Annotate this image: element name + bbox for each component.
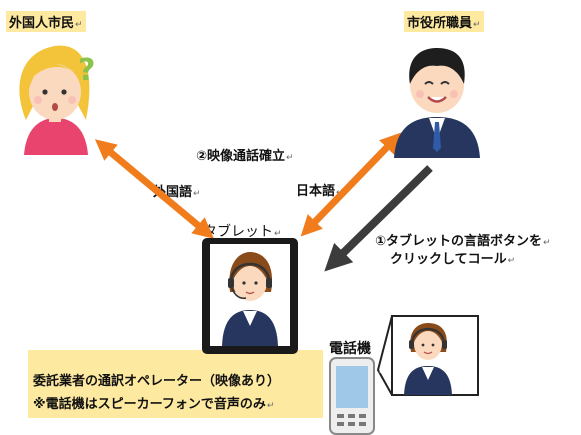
operator-label: 委託業者の通訳オペレーター（映像あり） [33,374,281,389]
phone-label: 電話機 [329,341,371,357]
staff-tablet-arrow [300,132,402,237]
phone-icon [329,357,375,435]
call-arrow [324,165,433,272]
foreign-citizen-person-icon: ? [19,45,95,155]
tablet-icon [202,238,298,354]
city-staff-person-icon [394,48,480,158]
tablet-label: タブレット↵ [203,224,282,240]
operator-note-box [28,350,323,418]
city-staff-label: 市役所職員↵ [404,11,484,32]
foreign-citizen-label: 外国人市民↵ [6,11,86,32]
question-mark-icon: ? [78,53,95,88]
phone-note-label: ※電話機はスピーカーフォンで音声のみ↵ [33,397,275,412]
tablet-operator-icon [222,252,278,346]
video-call-established-label: ②映像通話確立↵ [196,149,294,164]
step1-line2-label: クリックしてコール↵ [390,252,516,267]
operator-icon [376,315,479,396]
foreigner-tablet-arrow [94,139,215,239]
step1-line1-label: ①タブレットの言語ボタンを↵ [375,234,551,249]
